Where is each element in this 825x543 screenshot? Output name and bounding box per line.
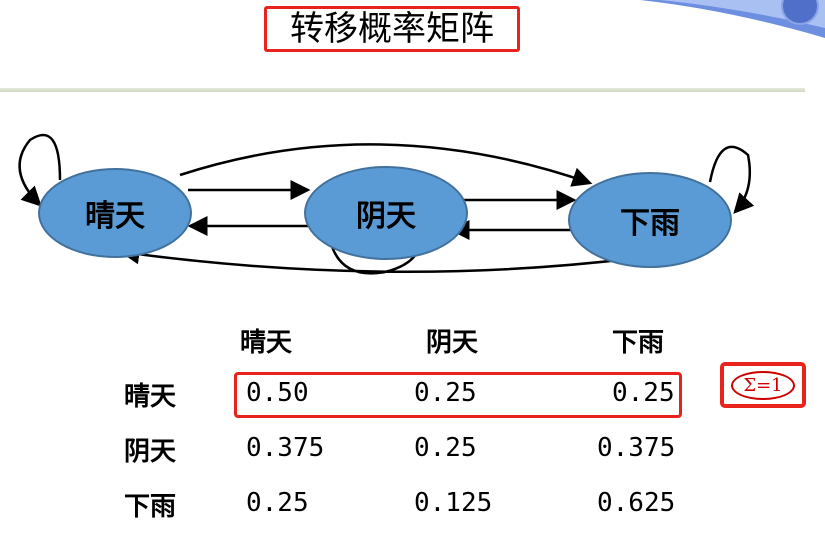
matrix-cell: 0.25 [414,378,477,408]
state-node-cloudy: 阴天 [304,166,468,260]
arrow-sunny-self [18,133,62,207]
state-node-rain: 下雨 [568,172,732,268]
header-decoration [640,0,825,38]
matrix-cell: 0.25 [414,433,477,463]
col-header: 晴天 [240,328,293,358]
col-header: 下雨 [612,328,665,358]
col-header: 阴天 [426,328,479,358]
matrix-cell: 0.50 [246,378,309,408]
divider [0,88,805,92]
sum-annotation-box: Σ=1 [720,362,806,408]
matrix-cell: 0.625 [597,488,676,518]
matrix-cell: 0.375 [597,433,676,463]
matrix-cell: 0.375 [246,433,325,463]
state-node-sunny: 晴天 [38,168,192,258]
sum-annotation: Σ=1 [731,370,795,400]
arrow-rain-sunny [119,244,661,273]
transition-arrows [18,133,755,275]
row-header: 晴天 [124,382,177,412]
matrix-cell: 0.25 [612,378,675,408]
matrix-cell: 0.125 [414,488,493,518]
arrow-rain-self [708,145,755,214]
page-title: 转移概率矩阵 [264,6,520,52]
row-highlight-box [234,372,682,418]
row-header: 阴天 [124,437,177,467]
matrix-cell: 0.25 [246,488,309,518]
arrow-sunny-rain [179,143,593,187]
row-header: 下雨 [124,492,177,522]
